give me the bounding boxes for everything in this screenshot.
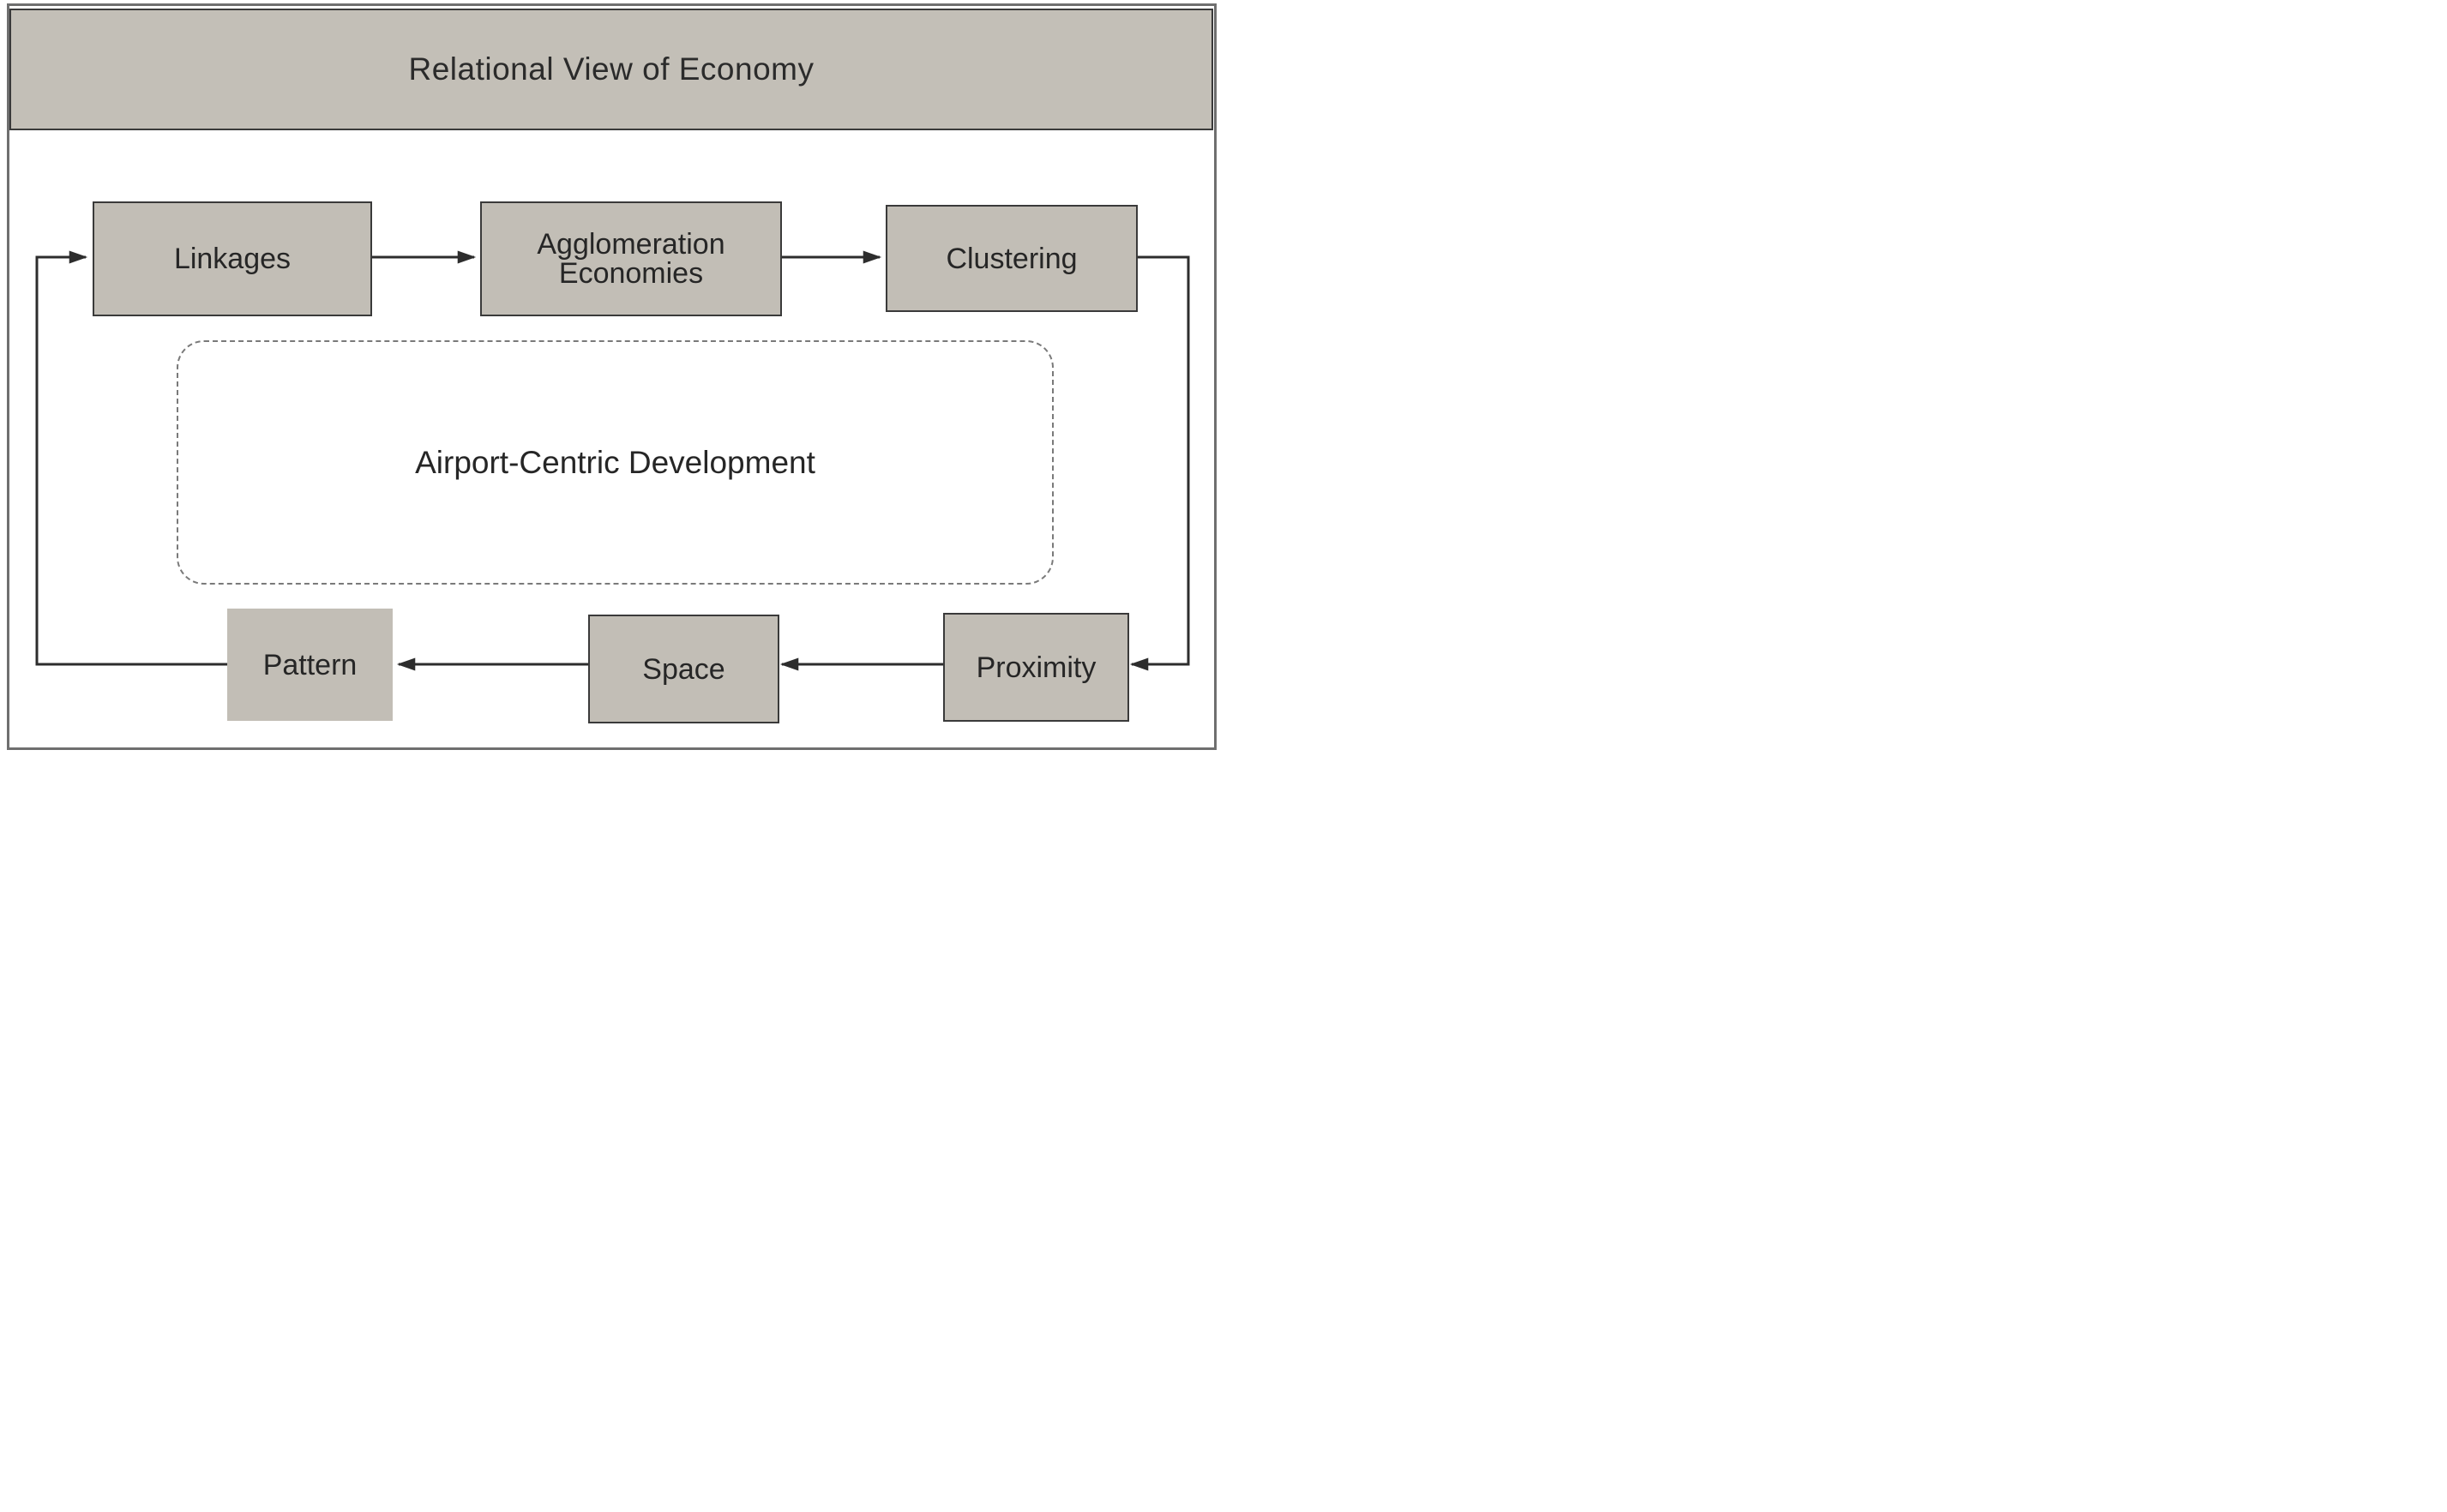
node-space: Space: [588, 615, 779, 723]
airport-centric-label: Airport-Centric Development: [415, 444, 815, 480]
node-clustering: Clustering: [886, 205, 1138, 312]
node-linkages: Linkages: [93, 201, 372, 316]
airport-centric-development-zone: Airport-Centric Development: [177, 340, 1054, 585]
diagram-canvas: Relational View of Economy Linkages Aggl…: [0, 0, 1224, 756]
node-linkages-label: Linkages: [173, 243, 292, 275]
diagram-title: Relational View of Economy: [408, 51, 815, 87]
node-proximity: Proximity: [943, 613, 1129, 722]
node-pattern: Pattern: [227, 609, 393, 721]
node-pattern-label: Pattern: [262, 648, 358, 681]
node-agglomeration-economies: Agglomeration Economies: [480, 201, 782, 316]
node-agglomeration-label-line2: Economies: [558, 257, 704, 290]
title-banner: Relational View of Economy: [9, 9, 1213, 130]
node-clustering-label: Clustering: [946, 242, 1078, 275]
node-space-label: Space: [642, 652, 725, 686]
node-agglomeration-label-line1: Agglomeration: [537, 228, 725, 261]
node-proximity-label: Proximity: [976, 651, 1097, 684]
